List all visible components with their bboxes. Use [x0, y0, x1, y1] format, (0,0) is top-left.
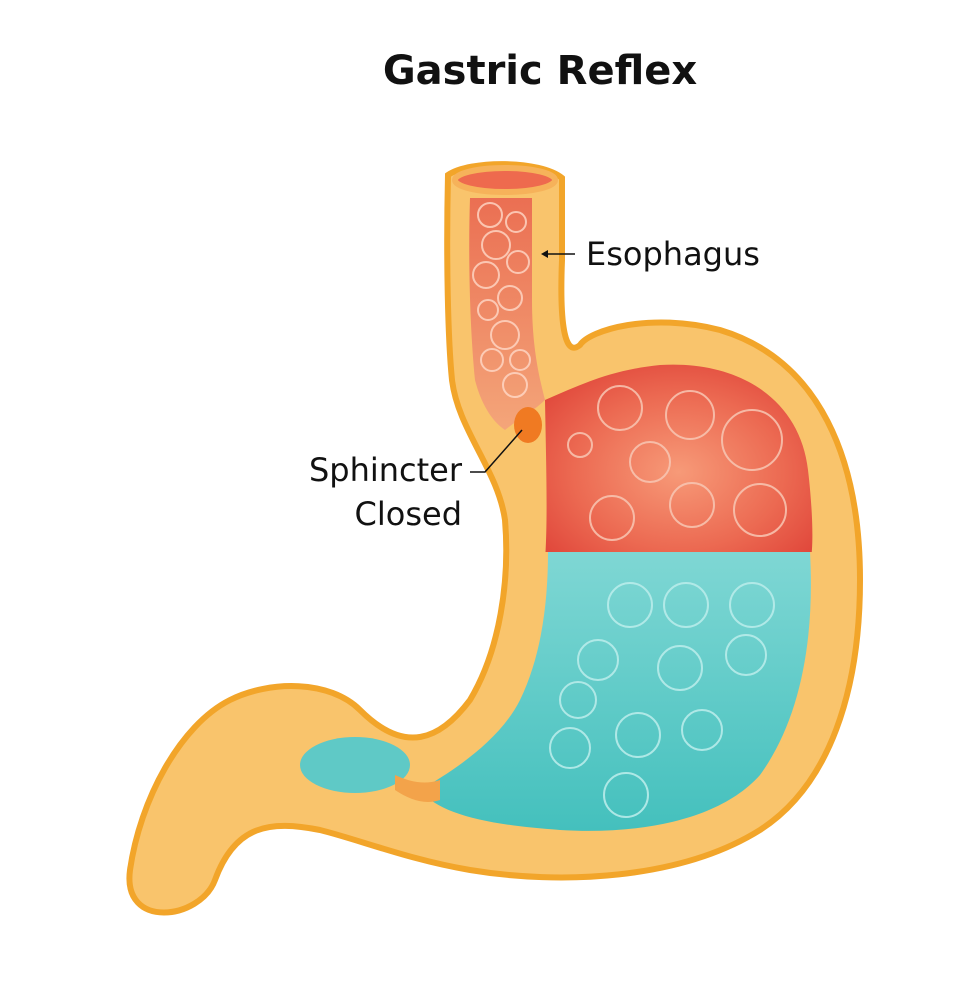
lower-esophageal-sphincter [514, 407, 542, 443]
sphincter-leader-line [470, 429, 523, 473]
esophagus-leader-arrow [541, 250, 548, 258]
sphincter-label-line2: Closed [354, 495, 462, 533]
acid-bubbles [567, 385, 787, 541]
pylorus-pouch [300, 737, 410, 793]
sphincter-label: Sphincter Closed [270, 448, 462, 536]
esophagus-label: Esophagus [586, 235, 760, 273]
esophagus-bubbles [472, 202, 531, 398]
diagram-title: Gastric Reflex [382, 48, 698, 94]
pyloric-sphincter [395, 775, 440, 802]
esophagus-opening [452, 165, 558, 195]
stomach-interior-liquid [420, 552, 811, 831]
liquid-bubbles [549, 582, 775, 818]
sphincter-label-line1: Sphincter [308, 451, 462, 489]
